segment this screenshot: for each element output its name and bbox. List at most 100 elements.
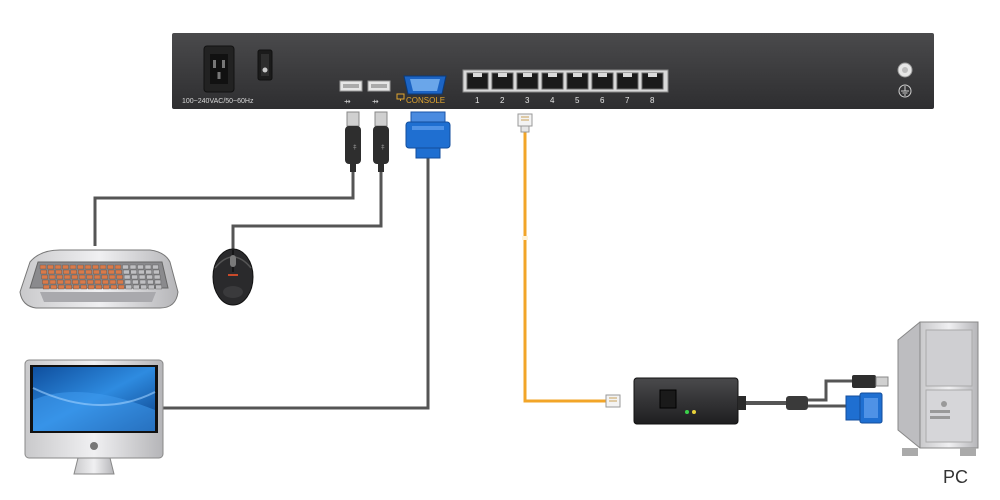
keyboard-key: [125, 284, 132, 290]
vga-monitor-cable: [163, 158, 430, 410]
keyboard-key: [153, 274, 161, 280]
keyboard-key: [109, 279, 117, 285]
svg-text:⇸: ⇸: [352, 144, 359, 150]
monitor: [24, 359, 164, 475]
keyboard-key: [132, 279, 139, 285]
keyboard-key: [117, 284, 125, 290]
rj45-port-number: 6: [600, 96, 605, 105]
keyboard-key: [102, 279, 109, 285]
rj45-port-4: [541, 72, 564, 90]
rj45-port-number: 4: [550, 96, 555, 105]
keyboard-keys: [39, 264, 162, 290]
keyboard-key: [129, 264, 137, 270]
rj45-port-2: [491, 72, 514, 90]
kvm-switch-rear-panel: 100~240VAC/50~60Hz ⇸ ⇸ CONSOLE: [172, 33, 934, 109]
keyboard-key: [144, 264, 152, 270]
keyboard-key: [70, 269, 78, 275]
rj45-port-number: 7: [625, 96, 630, 105]
keyboard-key: [87, 279, 94, 285]
keyboard-key: [108, 269, 115, 275]
keyboard-key: [49, 279, 57, 285]
keyboard-key: [54, 264, 62, 270]
usb-port-1: [339, 80, 363, 92]
keyboard-key: [146, 274, 153, 280]
keyboard-key: [95, 284, 102, 290]
usb-plug-keyboard: ⇸: [345, 111, 361, 172]
keyboard-key: [138, 269, 145, 275]
status-led-yellow: [692, 410, 696, 414]
keyboard-key: [99, 264, 107, 270]
keyboard-key: [139, 279, 147, 285]
rj45-port-7: [616, 72, 639, 90]
keyboard-key: [132, 284, 140, 290]
keyboard-key: [131, 274, 138, 280]
keyboard-key: [107, 264, 114, 270]
keyboard: [19, 249, 179, 309]
keyboard-key: [58, 284, 65, 290]
usb-icon: ⇸: [344, 97, 351, 106]
vga-plug-pc: [845, 392, 883, 424]
keyboard-key: [115, 269, 123, 275]
keyboard-key: [42, 279, 49, 285]
mouse-usb-cable: [231, 172, 383, 252]
vga-console-port: [403, 75, 447, 95]
keyboard-key: [123, 269, 130, 275]
power-inlet: [203, 45, 235, 93]
ground-icon: [898, 84, 912, 98]
keyboard-key: [92, 264, 99, 270]
pc-label: PC: [943, 467, 968, 487]
keyboard-key: [55, 269, 62, 275]
rj45-port-5: [566, 72, 589, 90]
keyboard-key: [41, 274, 48, 280]
power-switch: [257, 49, 273, 81]
rj45-plug-dongle: [605, 394, 621, 408]
keyboard-key: [93, 269, 100, 275]
rj45-plug-kvm: [517, 113, 533, 133]
keyboard-key: [79, 279, 87, 285]
keyboard-key: [122, 264, 129, 270]
keyboard-key: [77, 264, 84, 270]
keyboard-key: [85, 269, 93, 275]
rj45-port-number: 2: [500, 96, 505, 105]
rj45-port-6: [591, 72, 614, 90]
keyboard-key: [137, 264, 144, 270]
keyboard-key: [47, 264, 54, 270]
rj45-port-number: 1: [475, 96, 480, 105]
rj45-port-number: 8: [650, 96, 655, 105]
keyboard-key: [108, 274, 116, 280]
keyboard-key: [123, 274, 131, 280]
keyboard-key: [138, 274, 146, 280]
kvm-dongle-module: [605, 377, 746, 425]
keyboard-key: [50, 284, 57, 290]
keyboard-key: [147, 284, 155, 290]
keyboard-key: [145, 269, 153, 275]
keyboard-key: [65, 284, 72, 290]
pc-tower: [897, 321, 979, 456]
keyboard-key: [57, 279, 64, 285]
apple-logo-icon: [90, 442, 98, 450]
keyboard-key: [69, 264, 77, 270]
keyboard-key: [102, 284, 110, 290]
keyboard-key: [63, 274, 71, 280]
keyboard-key: [152, 264, 159, 270]
usb-plug-mouse: ⇸: [373, 111, 389, 172]
cat-network-cable: [522, 132, 606, 403]
svg-text:⇸: ⇸: [380, 144, 387, 150]
power-rating-label: 100~240VAC/50~60Hz: [182, 98, 254, 105]
keyboard-key: [78, 269, 85, 275]
keyboard-key: [72, 279, 79, 285]
keyboard-key: [87, 284, 95, 290]
vga-plug: [405, 111, 451, 159]
keyboard-key: [117, 279, 124, 285]
keyboard-key: [84, 264, 92, 270]
keyboard-key: [64, 279, 72, 285]
keyboard-key: [86, 274, 93, 280]
keyboard-key: [155, 284, 162, 290]
keyboard-key: [153, 269, 160, 275]
usb-plug-pc: [852, 375, 889, 388]
rj45-port-3: [516, 72, 539, 90]
keyboard-key: [100, 269, 108, 275]
keyboard-key: [94, 279, 102, 285]
